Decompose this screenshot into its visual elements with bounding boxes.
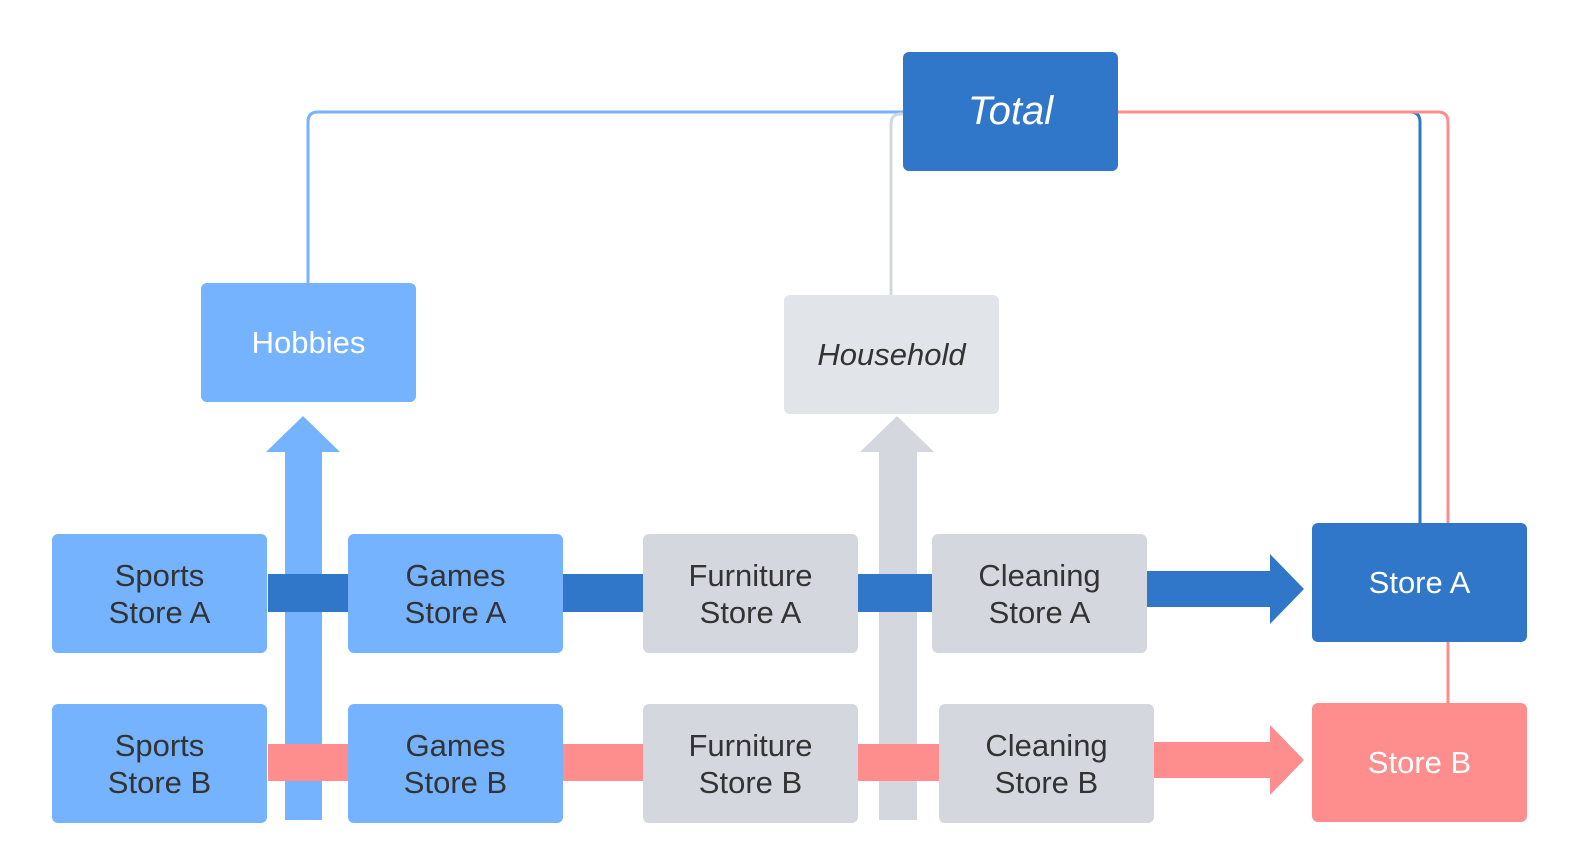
store-a-bar-1	[268, 574, 348, 612]
games-store-b-node: Games Store B	[348, 704, 563, 823]
cleaning-store-a-label: Cleaning Store A	[978, 557, 1101, 630]
sports-store-a-node: Sports Store A	[52, 534, 267, 653]
games-store-a-label: Games Store A	[404, 557, 507, 630]
furniture-store-a-label: Furniture Store A	[688, 557, 813, 630]
store-a-label: Store A	[1368, 565, 1471, 600]
furniture-store-a-node: Furniture Store A	[643, 534, 858, 653]
total-node: Total	[903, 52, 1118, 171]
cleaning-store-b-node: Cleaning Store B	[939, 704, 1154, 823]
store-b-node: Store B	[1312, 703, 1527, 822]
furniture-store-b-node: Furniture Store B	[643, 704, 858, 823]
household-node: Household	[784, 295, 999, 414]
household-label: Household	[817, 337, 966, 372]
store-a-bar-3	[857, 574, 933, 612]
games-store-a-node: Games Store A	[348, 534, 563, 653]
store-b-bar-3	[857, 744, 939, 781]
sports-store-b-node: Sports Store B	[52, 704, 267, 823]
connector-household-total	[889, 112, 903, 295]
household-flow-arrow	[860, 416, 934, 820]
store-b-label: Store B	[1367, 745, 1472, 780]
store-b-bar-1	[268, 744, 348, 781]
connector-hobbies-total	[306, 110, 903, 283]
store-a-flow-arrow	[1146, 554, 1304, 624]
store-a-node: Store A	[1312, 523, 1527, 642]
cleaning-store-a-node: Cleaning Store A	[932, 534, 1147, 653]
connector-total-store-b	[1117, 110, 1450, 703]
store-b-flow-arrow	[1153, 725, 1304, 795]
hobbies-flow-arrow	[266, 416, 340, 820]
sports-store-b-label: Sports Store B	[107, 727, 212, 800]
store-b-bar-2	[562, 744, 644, 781]
sports-store-a-label: Sports Store A	[108, 557, 211, 630]
total-label: Total	[967, 89, 1054, 133]
games-store-b-label: Games Store B	[403, 727, 508, 800]
connector-total-store-a	[1117, 110, 1422, 523]
hobbies-node: Hobbies	[201, 283, 416, 402]
hobbies-label: Hobbies	[251, 325, 366, 360]
store-a-bar-2	[562, 574, 644, 612]
cleaning-store-b-label: Cleaning Store B	[985, 727, 1108, 800]
furniture-store-b-label: Furniture Store B	[688, 727, 813, 800]
